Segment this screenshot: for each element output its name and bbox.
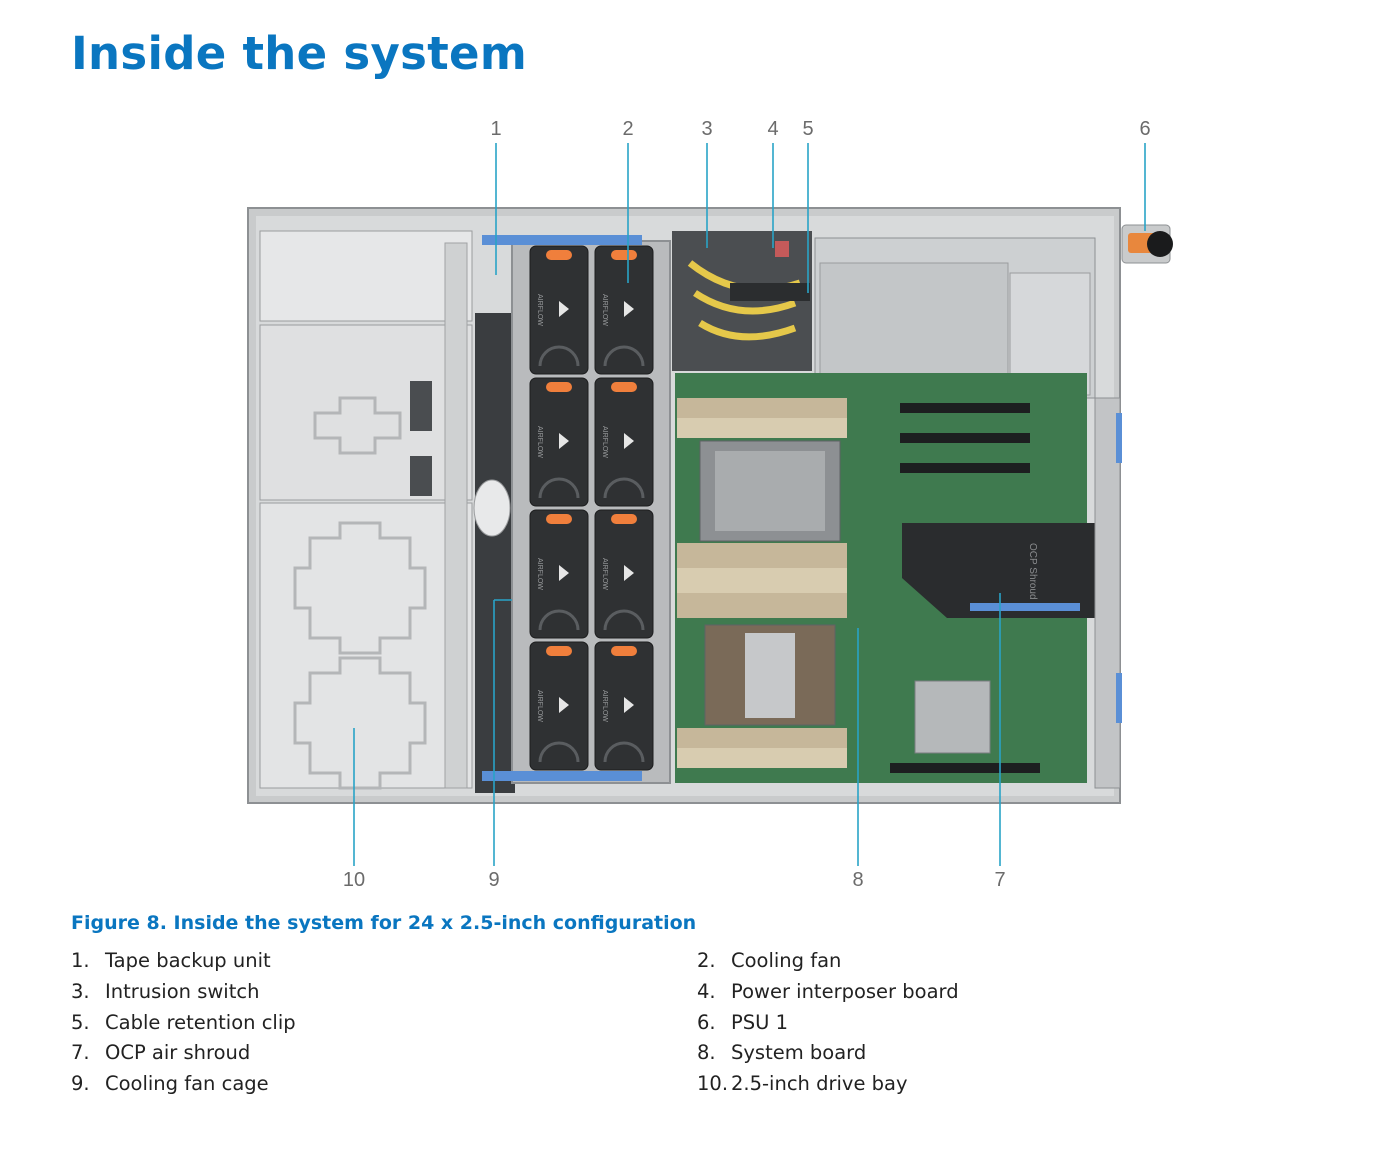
cooling-fan: AIRFLOW [529,641,589,771]
callout-6: 6 [1139,118,1151,231]
fan-airflow-label: AIRFLOW [601,690,608,722]
cooling-fan: AIRFLOW [594,377,654,507]
fan-airflow-label: AIRFLOW [536,690,543,722]
legend-item: 8. System board [697,1040,866,1066]
callout-10: 10 [343,728,365,891]
legend-number: 5. [71,1011,90,1034]
callout-3: 3 [701,118,713,248]
legend-label: 2.5-inch drive bay [731,1072,908,1095]
cooling-fan: AIRFLOW [594,509,654,639]
callout-8: 8 [852,628,864,891]
shroud-label: OCP Shroud [1027,543,1038,600]
legend-label: Tape backup unit [105,949,271,972]
legend-item: 1. Tape backup unit [71,948,271,974]
legend-label: Cable retention clip [105,1011,296,1034]
callout-7: 7 [994,593,1006,891]
fan-airflow-label: AIRFLOW [601,294,608,326]
system-board [675,373,1087,783]
callout-number: 3 [701,118,712,140]
legend-number: 3. [71,980,90,1003]
callout-number: 8 [852,869,863,891]
legend-item: 6. PSU 1 [697,1010,788,1036]
cooling-fan: AIRFLOW [529,245,589,375]
legend-item: 9. Cooling fan cage [71,1071,269,1097]
legend-item: 2. Cooling fan [697,948,841,974]
cable-channel [475,313,515,793]
fan-airflow-label: AIRFLOW [536,426,543,458]
callout-number: 10 [343,869,365,891]
callout-2: 2 [622,118,634,283]
system-interior-illustration: AIRFLOW AIRFLOW AIRFLOW AIRFLOW AIRFLOW AIRFL… [247,118,1173,891]
legend-label: Cooling fan [731,949,842,972]
callout-1: 1 [490,118,502,275]
power-cable-area [672,231,812,371]
legend-item: 3. Intrusion switch [71,979,259,1005]
callout-9: 9 [488,599,512,891]
legend-item: 7. OCP air shroud [71,1040,250,1066]
cooling-fan: AIRFLOW [529,377,589,507]
legend-number: 7. [71,1041,90,1064]
cable-clamp [473,479,511,537]
legend-number: 8. [697,1041,716,1064]
legend-label: OCP air shroud [105,1041,251,1064]
page-title: Inside the system [71,27,528,80]
callout-number: 9 [488,869,499,891]
fan-airflow-label: AIRFLOW [601,558,608,590]
fan-airflow-label: AIRFLOW [536,294,543,326]
cooling-fans: AIRFLOW AIRFLOW AIRFLOW AIRFLOW AIRFLOW AIRFL… [529,245,654,771]
ocp-air-shroud: OCP Shroud [902,523,1097,618]
legend-number: 2. [697,949,716,972]
callout-number: 4 [767,118,778,140]
legend-number: 6. [697,1011,716,1034]
legend-item: 4. Power interposer board [697,979,959,1005]
fan-airflow-label: AIRFLOW [536,558,543,590]
legend-label: System board [731,1041,867,1064]
callout-number: 6 [1139,118,1150,140]
cooling-fan: AIRFLOW [594,245,654,375]
legend-item: 10.2.5-inch drive bay [697,1071,908,1097]
right-rail [1094,397,1121,789]
callout-number: 5 [802,118,813,140]
legend-number: 4. [697,980,716,1003]
legend-number: 10. [697,1072,729,1095]
psu-bay [814,224,1173,399]
legend-label: Power interposer board [731,980,959,1003]
legend-item: 5. Cable retention clip [71,1010,296,1036]
system-interior-figure: AIRFLOW AIRFLOW AIRFLOW AIRFLOW AIRFLOW AIRFL… [190,113,1200,900]
legend-label: PSU 1 [731,1011,789,1034]
fan-airflow-label: AIRFLOW [601,426,608,458]
cooling-fan: AIRFLOW [529,509,589,639]
callouts: 1 2 3 4 5 6 7 8 9 10 [343,118,1151,891]
cooling-fan: AIRFLOW [594,641,654,771]
legend-label: Cooling fan cage [105,1072,269,1095]
callout-number: 1 [490,118,501,140]
legend-number: 9. [71,1072,90,1095]
drive-bay-area [259,230,473,790]
callout-number: 2 [622,118,633,140]
legend-number: 1. [71,949,90,972]
figure-caption: Figure 8. Inside the system for 24 x 2.5… [71,912,697,934]
callout-number: 7 [994,869,1005,891]
callout-4: 4 [767,118,779,248]
callout-5: 5 [802,118,814,293]
legend-label: Intrusion switch [105,980,260,1003]
